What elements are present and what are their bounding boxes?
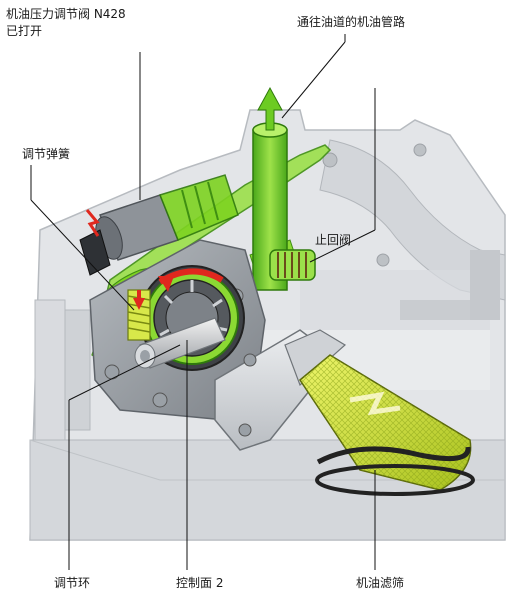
oil-strainer [284, 329, 475, 496]
label-control-surface-2: 控制面 2 [176, 576, 224, 590]
label-adjusting-ring: 调节环 [54, 576, 91, 590]
check-valve [269, 249, 316, 281]
leader-lines [30, 34, 376, 570]
label-n428: 机油压力调节阀 N428 已打开 [6, 6, 126, 40]
leader-spring-b [30, 199, 135, 311]
label-oil-strainer: 机油滤筛 [356, 576, 405, 590]
drive-shaft [134, 317, 226, 369]
pressure-control-valve-n428 [79, 174, 239, 276]
label-oil-channel-pipe: 通往油道的机油管路 [297, 15, 406, 29]
leader-check-valve-b [309, 229, 376, 263]
label-check-valve: 止回阀 [315, 233, 352, 247]
leader-pipe [281, 41, 346, 119]
label-n428-line1: 机油压力调节阀 N428 [6, 7, 126, 21]
label-control-spring: 调节弹簧 [22, 147, 71, 161]
label-n428-line2: 已打开 [6, 24, 43, 38]
leader-ring-b [68, 344, 181, 401]
control-spring [127, 289, 151, 341]
